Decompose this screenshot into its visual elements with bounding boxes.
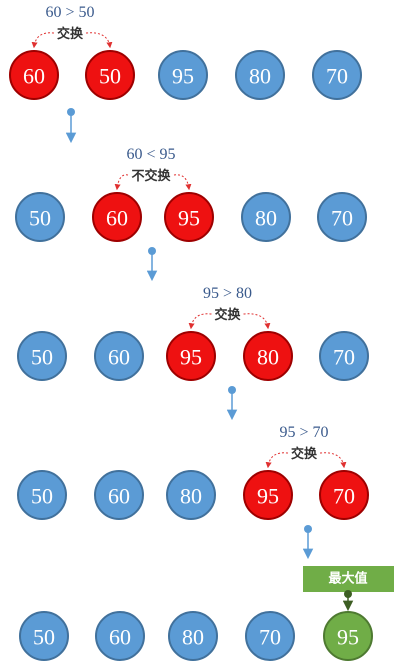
- circle-value: 50: [33, 625, 55, 650]
- value-circle: 80: [241, 192, 291, 242]
- value-circle: 70: [319, 331, 369, 381]
- flow-arrow: [146, 247, 158, 282]
- circle-value: 80: [182, 625, 204, 650]
- circle-value: 95: [172, 64, 194, 89]
- compared-value-circle: 50: [85, 50, 135, 100]
- circle-value: 60: [109, 625, 131, 650]
- circle-value: 50: [31, 484, 53, 509]
- compared-value-circle: 60: [92, 192, 142, 242]
- value-circle: 50: [19, 611, 69, 661]
- circle-value: 70: [333, 345, 355, 370]
- value-circle: 60: [95, 611, 145, 661]
- compare-arrow-left: [188, 313, 212, 330]
- circle-value: 80: [257, 345, 279, 370]
- circle-value: 50: [31, 345, 53, 370]
- compare-arrow-right: [319, 452, 347, 469]
- circle-value: 95: [257, 484, 279, 509]
- flow-arrow: [226, 386, 238, 421]
- circle-value: 70: [333, 484, 355, 509]
- value-circle: 95: [158, 50, 208, 100]
- swap-action-label: 交换: [291, 446, 318, 462]
- max-value-label: 最大值: [328, 571, 367, 587]
- flow-arrow: [65, 108, 77, 144]
- comparison-label: 95 > 80: [203, 285, 252, 302]
- compare-arrow-right: [173, 174, 192, 191]
- swap-action-label: 不交换: [131, 168, 171, 184]
- compared-value-circle: 70: [319, 470, 369, 520]
- circle-value: 95: [178, 206, 200, 231]
- value-circle: 80: [235, 50, 285, 100]
- compared-value-circle: 95: [164, 192, 214, 242]
- comparison-label: 95 > 70: [279, 424, 328, 441]
- value-circle: 50: [17, 470, 67, 520]
- value-circle: 80: [166, 470, 216, 520]
- circle-value: 70: [259, 625, 281, 650]
- circle-value: 60: [108, 484, 130, 509]
- value-circle: 70: [245, 611, 295, 661]
- circle-value: 50: [29, 206, 51, 231]
- comparison-label: 60 < 95: [126, 146, 175, 163]
- swap-action-label: 交换: [214, 307, 241, 323]
- flow-arrow: [302, 525, 314, 560]
- max-value-circle: 95: [323, 611, 373, 661]
- value-circle: 80: [168, 611, 218, 661]
- value-circle: 60: [94, 331, 144, 381]
- value-circle: 70: [317, 192, 367, 242]
- circle-value: 80: [180, 484, 202, 509]
- compare-arrow-right: [85, 32, 113, 49]
- compare-arrow-left: [265, 452, 289, 469]
- circle-value: 60: [23, 64, 45, 89]
- compared-value-circle: 80: [243, 331, 293, 381]
- compared-value-circle: 95: [166, 331, 216, 381]
- value-circle: 60: [94, 470, 144, 520]
- value-circle: 50: [17, 331, 67, 381]
- circle-value: 60: [106, 206, 128, 231]
- circle-value: 80: [249, 64, 271, 89]
- compare-arrow-left: [114, 174, 129, 191]
- compare-arrow-left: [31, 32, 55, 49]
- value-circle: 70: [312, 50, 362, 100]
- compare-arrow-right: [243, 313, 271, 330]
- circle-value: 70: [331, 206, 353, 231]
- compared-value-circle: 60: [9, 50, 59, 100]
- circle-value: 95: [337, 625, 359, 650]
- comparison-label: 60 > 50: [45, 4, 94, 21]
- value-circle: 50: [15, 192, 65, 242]
- circle-value: 80: [255, 206, 277, 231]
- swap-action-label: 交换: [57, 26, 84, 42]
- circle-value: 50: [99, 64, 121, 89]
- circle-value: 70: [326, 64, 348, 89]
- compared-value-circle: 95: [243, 470, 293, 520]
- circle-value: 95: [180, 345, 202, 370]
- max-value-tag: 最大值: [303, 566, 394, 612]
- circle-value: 60: [108, 345, 130, 370]
